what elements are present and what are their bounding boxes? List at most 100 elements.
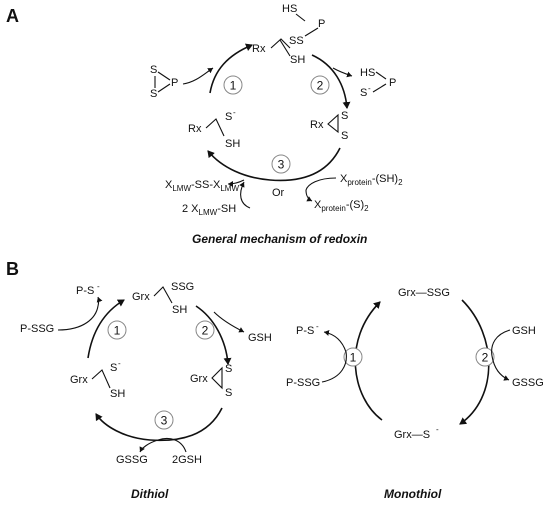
svg-text:2: 2 [202,324,209,338]
panel-a-label: A [6,6,19,26]
svg-text:HS: HS [360,67,375,79]
panel-a-protein-thiol: Xprotein-(SH)2 [340,173,403,187]
monothiol-gsh-in-curve [491,329,511,357]
svg-text:Grx: Grx [190,373,208,385]
svg-text:Xprotein-(SH)2: Xprotein-(SH)2 [340,173,403,187]
monothiol-step-1: 1 [343,347,363,367]
svg-text:S: S [360,87,367,99]
panel-b-label: B [6,259,19,279]
svg-text:P: P [389,77,396,89]
dithiol-gssg-out-arrow [139,439,159,453]
svg-text:1: 1 [230,79,237,93]
dithiol-gsh: GSH [248,332,272,344]
monothiol-gsh: GSH [512,325,536,337]
panel-a-protein-out-arrow [305,189,313,202]
dithiol-caption: Dithiol [131,487,169,501]
svg-text:SH: SH [225,138,240,150]
svg-text:P-S: P-S [76,285,94,297]
svg-text:1: 1 [350,351,357,365]
dithiol-step-3: 3 [154,410,174,430]
svg-text:Rx: Rx [252,43,266,55]
dithiol-substrate-curve [57,305,99,331]
svg-text:3: 3 [278,158,285,172]
svg-text:-: - [233,108,236,117]
monothiol-gssg: GSSG [512,377,544,389]
svg-text:Rx: Rx [310,119,324,131]
svg-text:SS: SS [289,35,304,47]
svg-text:Grx—SSG: Grx—SSG [398,287,450,299]
svg-text:1: 1 [114,324,121,338]
monothiol-step-2: 2 [475,347,495,367]
panel-a-step-1: 1 [223,75,243,95]
svg-text:2: 2 [482,351,489,365]
panel-a-rx-disulfide: Rx S S [310,110,348,142]
svg-text:-: - [368,84,371,93]
panel-a-cycle-arc-3 [207,147,341,182]
dithiol-grx-mixed-disulfide: Grx SSG SH [132,281,194,316]
panel-a-lmw-thiol: 2 XLMW-SH [182,203,236,217]
svg-text:S: S [225,387,232,399]
monothiol-substrate-out-arrow [323,330,347,353]
dithiol-gsh-out-arrow [213,311,245,333]
svg-text:S: S [225,111,232,123]
panel-a-protein-in-curve [305,177,337,191]
svg-text:P: P [318,18,325,30]
dithiol-cycle-arc-3 [95,407,223,442]
svg-text:-: - [118,359,121,368]
svg-text:SH: SH [172,304,187,316]
panel-a-rx-mixed-disulfide: Rx SS SH P HS [252,3,325,66]
dithiol-substrate-out-arrow [96,296,103,307]
svg-text:HS: HS [282,3,297,15]
monothiol-cycle-arc-1 [354,301,383,421]
monothiol-gssg-out-arrow [491,355,510,381]
dithiol-glutathionylated-protein: P-SSG [20,323,54,335]
dithiol-two-gsh: 2GSH [172,454,202,466]
panel-a-or: Or [272,187,285,199]
panel-a-caption: General mechanism of redoxin [192,232,367,246]
dithiol-gssg: GSSG [116,454,148,466]
svg-text:3: 3 [161,414,168,428]
panel-a-lmw-out-arrow [227,179,245,187]
monothiol-caption: Monothiol [384,487,442,501]
svg-text:P: P [171,77,178,89]
monothiol-grx-thiolate: Grx—S - [394,425,439,441]
svg-text:Grx—S: Grx—S [394,429,430,441]
svg-text:2: 2 [317,79,324,93]
monothiol-substrate-curve [321,351,347,383]
panel-a-step-2: 2 [310,75,330,95]
panel-a-lmw-disulfide: XLMW-SS-XLMW [165,179,239,193]
svg-text:S: S [150,64,157,76]
svg-text:-: - [316,322,319,331]
panel-a-oxidized-substrate: S S P [150,64,178,100]
panel-a-lmw-in-arrow [239,181,251,209]
svg-text:S: S [341,110,348,122]
panel-a-reduced-substrate: HS S - P [360,67,396,99]
svg-text:SH: SH [290,54,305,66]
svg-text:S: S [150,88,157,100]
svg-text:S: S [225,363,232,375]
panel-a-step-3: 3 [271,154,291,174]
svg-text:XLMW-SS-XLMW: XLMW-SS-XLMW [165,179,239,193]
svg-text:Grx: Grx [132,291,150,303]
monothiol-grx-mixed-disulfide: Grx—SSG [398,287,450,299]
svg-text:S: S [110,362,117,374]
svg-text:S: S [341,130,348,142]
svg-text:-: - [436,425,439,434]
svg-text:Grx: Grx [70,374,88,386]
svg-text:-: - [97,282,100,291]
svg-text:P-S: P-S [296,325,314,337]
dithiol-gsh-in-curve [157,437,187,453]
svg-text:2 XLMW-SH: 2 XLMW-SH [182,203,236,217]
dithiol-reduced-protein: P-S - [76,282,100,297]
dithiol-step-1: 1 [107,320,127,340]
svg-text:SSG: SSG [171,281,194,293]
dithiol-cycle-arc-1 [87,299,125,359]
svg-text:SH: SH [110,388,125,400]
panel-a-cycle-arc-2 [311,54,351,109]
panel-a-protein-disulfide: Xprotein-(S)2 [314,199,369,213]
dithiol-cycle-arc-2 [195,305,232,365]
panel-a-substrate-out-arrow [332,67,353,78]
panel-a-cycle-arc-1 [209,43,253,94]
svg-text:Xprotein-(S)2: Xprotein-(S)2 [314,199,369,213]
